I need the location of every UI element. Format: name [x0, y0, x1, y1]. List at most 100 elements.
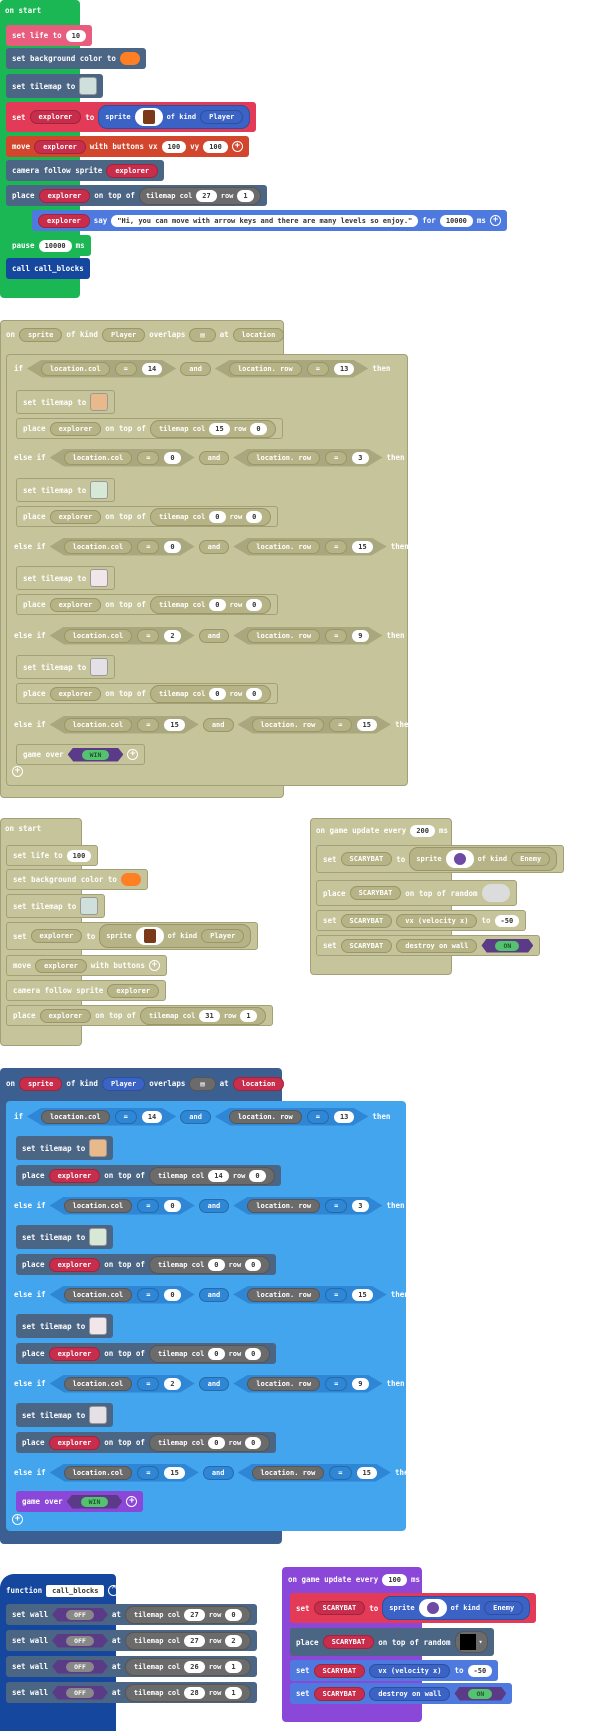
eq-op[interactable]: =	[329, 717, 352, 732]
scarybat-variable-dropdown[interactable]: SCARYBAT	[313, 1663, 366, 1678]
tilemap-location[interactable]: tilemap col 0 row 0	[149, 507, 272, 526]
explorer-variable-dropdown[interactable]: explorer	[48, 1168, 101, 1183]
tile-picker-icon[interactable]: ▤	[189, 327, 216, 342]
set-life-block[interactable]: set life to 10	[6, 25, 93, 46]
scarybat-variable-dropdown[interactable]: SCARYBAT	[340, 852, 393, 866]
set-vx-block[interactable]: set SCARYBAT vx (velocity x) to -50	[290, 1660, 499, 1681]
kind-dropdown[interactable]: Enemy	[484, 1601, 524, 1615]
tilemap-thumbnail-icon[interactable]	[90, 481, 109, 499]
tilemap-thumbnail-icon[interactable]	[90, 393, 109, 411]
tilemap-thumbnail-icon[interactable]	[89, 1406, 108, 1424]
tilemap-location[interactable]: tilemap col 28 row 1	[124, 1683, 251, 1702]
explorer-variable-dropdown[interactable]: explorer	[39, 1008, 92, 1023]
eq-op[interactable]: =	[137, 1376, 160, 1391]
remove-else-if-icon[interactable]: −	[408, 1200, 420, 1211]
eq-op[interactable]: =	[325, 539, 348, 554]
location-row[interactable]: location. row	[228, 361, 302, 376]
set-wall-block[interactable]: set wall OFF at tilemap col 28 row 1	[6, 1682, 257, 1703]
location-col[interactable]: location.col	[41, 1109, 110, 1124]
scarybat-variable-dropdown[interactable]: SCARYBAT	[349, 886, 402, 900]
scarybat-variable-dropdown[interactable]: SCARYBAT	[313, 1601, 366, 1615]
row-value[interactable]: 0	[246, 598, 263, 611]
col-value[interactable]: 15	[209, 422, 230, 435]
kind-dropdown[interactable]: Player	[200, 110, 244, 124]
and-op[interactable]: and	[198, 1198, 230, 1213]
collapse-icon[interactable]: ⌃	[108, 1585, 120, 1596]
explorer-variable-dropdown[interactable]: explorer	[107, 983, 160, 998]
scarybat-variable-dropdown[interactable]: SCARYBAT	[340, 913, 393, 928]
vx-value[interactable]: -50	[467, 1664, 493, 1677]
set-tilemap-block[interactable]: set tilemap to	[16, 655, 116, 679]
eq-op[interactable]: =	[137, 450, 160, 465]
set-vx-block[interactable]: set SCARYBAT vx (velocity x) to -50	[316, 910, 527, 931]
scarybat-variable-dropdown[interactable]: SCARYBAT	[340, 938, 393, 953]
set-tilemap-block[interactable]: set tilemap to	[16, 1314, 114, 1338]
set-tilemap-block[interactable]: set tilemap to	[6, 74, 104, 98]
add-else-icon[interactable]: +	[12, 766, 23, 777]
set-tilemap-block[interactable]: set tilemap to	[6, 894, 106, 918]
col-value[interactable]: 27	[196, 189, 217, 202]
plus-icon[interactable]: +	[489, 215, 501, 226]
location-col[interactable]: location.col	[63, 628, 133, 643]
tilemap-thumbnail-icon[interactable]	[90, 658, 109, 676]
flag-dropdown[interactable]: destroy on wall	[396, 938, 478, 953]
eq-op[interactable]: =	[325, 628, 348, 643]
tilemap-thumbnail-icon[interactable]	[89, 1317, 108, 1335]
location-col[interactable]: location.col	[41, 361, 110, 376]
row-value[interactable]: 3	[352, 451, 369, 464]
condition-row[interactable]: location. row = 13	[214, 359, 369, 378]
explorer-variable-dropdown[interactable]: explorer	[35, 958, 87, 973]
row-value[interactable]: 0	[246, 687, 263, 700]
scarybat-variable-dropdown[interactable]: SCARYBAT	[313, 1686, 366, 1701]
eq-op[interactable]: =	[137, 717, 160, 732]
game-over-block[interactable]: game over WIN +	[16, 1491, 144, 1512]
explorer-variable-dropdown[interactable]: explorer	[38, 188, 91, 203]
remove-else-if-icon[interactable]: −	[417, 719, 429, 730]
color-swatch[interactable]	[119, 52, 140, 65]
condition-row[interactable]: location. row = 15	[237, 715, 391, 734]
set-sprite-block[interactable]: set explorer to sprite of kind Player	[6, 102, 257, 132]
eq-op[interactable]: =	[137, 1198, 160, 1213]
set-sprite-block[interactable]: set SCARYBAT to sprite of kind Enemy	[316, 845, 565, 873]
kind-dropdown[interactable]: Player	[101, 1076, 146, 1091]
col-value[interactable]: 0	[209, 687, 226, 700]
eq-op[interactable]: =	[325, 450, 348, 465]
location-col[interactable]: location.col	[63, 1287, 133, 1302]
condition-col[interactable]: location.col = 0	[49, 448, 195, 467]
off-toggle[interactable]: OFF	[52, 1607, 108, 1622]
location-row[interactable]: location. row	[247, 450, 321, 465]
col-value[interactable]: 14	[208, 1169, 229, 1182]
location-col[interactable]: location.col	[63, 1376, 133, 1391]
sprite-of-kind[interactable]: sprite of kind Player	[98, 105, 251, 129]
location-row[interactable]: location. row	[228, 1109, 302, 1124]
explorer-variable-dropdown[interactable]: explorer	[49, 509, 102, 524]
pause-block[interactable]: pause 10000 ms	[6, 235, 91, 256]
eq-op[interactable]: =	[329, 1465, 352, 1480]
on-toggle[interactable]: ON	[454, 1686, 507, 1701]
flag-dropdown[interactable]: destroy on wall	[369, 1686, 451, 1701]
eq-op[interactable]: =	[137, 628, 160, 643]
vx-value[interactable]: 100	[161, 140, 187, 153]
set-tilemap-block[interactable]: set tilemap to	[16, 390, 116, 414]
set-wall-block[interactable]: set wall OFF at tilemap col 27 row 2	[6, 1630, 257, 1651]
row-value[interactable]: 0	[245, 1258, 262, 1271]
sprite-param[interactable]: sprite	[19, 1076, 63, 1091]
condition-row[interactable]: location. row = 3	[233, 1196, 383, 1215]
place-on-top-block[interactable]: place explorer on top of tilemap col 0 r…	[16, 594, 279, 615]
say-text[interactable]: "Hi, you can move with arrow keys and th…	[111, 214, 419, 227]
remove-else-if-icon[interactable]: −	[408, 630, 420, 641]
row-value[interactable]: 0	[250, 422, 267, 435]
explorer-variable-dropdown[interactable]: explorer	[38, 213, 90, 228]
explorer-sprite-icon[interactable]	[135, 927, 164, 945]
remove-else-if-icon[interactable]: −	[417, 1467, 429, 1478]
explorer-variable-dropdown[interactable]: explorer	[49, 421, 102, 436]
location-col[interactable]: location.col	[63, 717, 133, 732]
game-over-block[interactable]: game over WIN +	[16, 744, 146, 765]
col-value[interactable]: 0	[164, 1288, 181, 1301]
property-dropdown[interactable]: vx (velocity x)	[396, 913, 478, 928]
tilemap-location[interactable]: tilemap col 27 row 1	[138, 186, 261, 205]
and-op[interactable]: and	[198, 450, 230, 465]
row-value[interactable]: 1	[225, 1660, 242, 1673]
bat-sprite-icon[interactable]	[445, 850, 474, 868]
location-row[interactable]: location. row	[247, 1198, 321, 1213]
